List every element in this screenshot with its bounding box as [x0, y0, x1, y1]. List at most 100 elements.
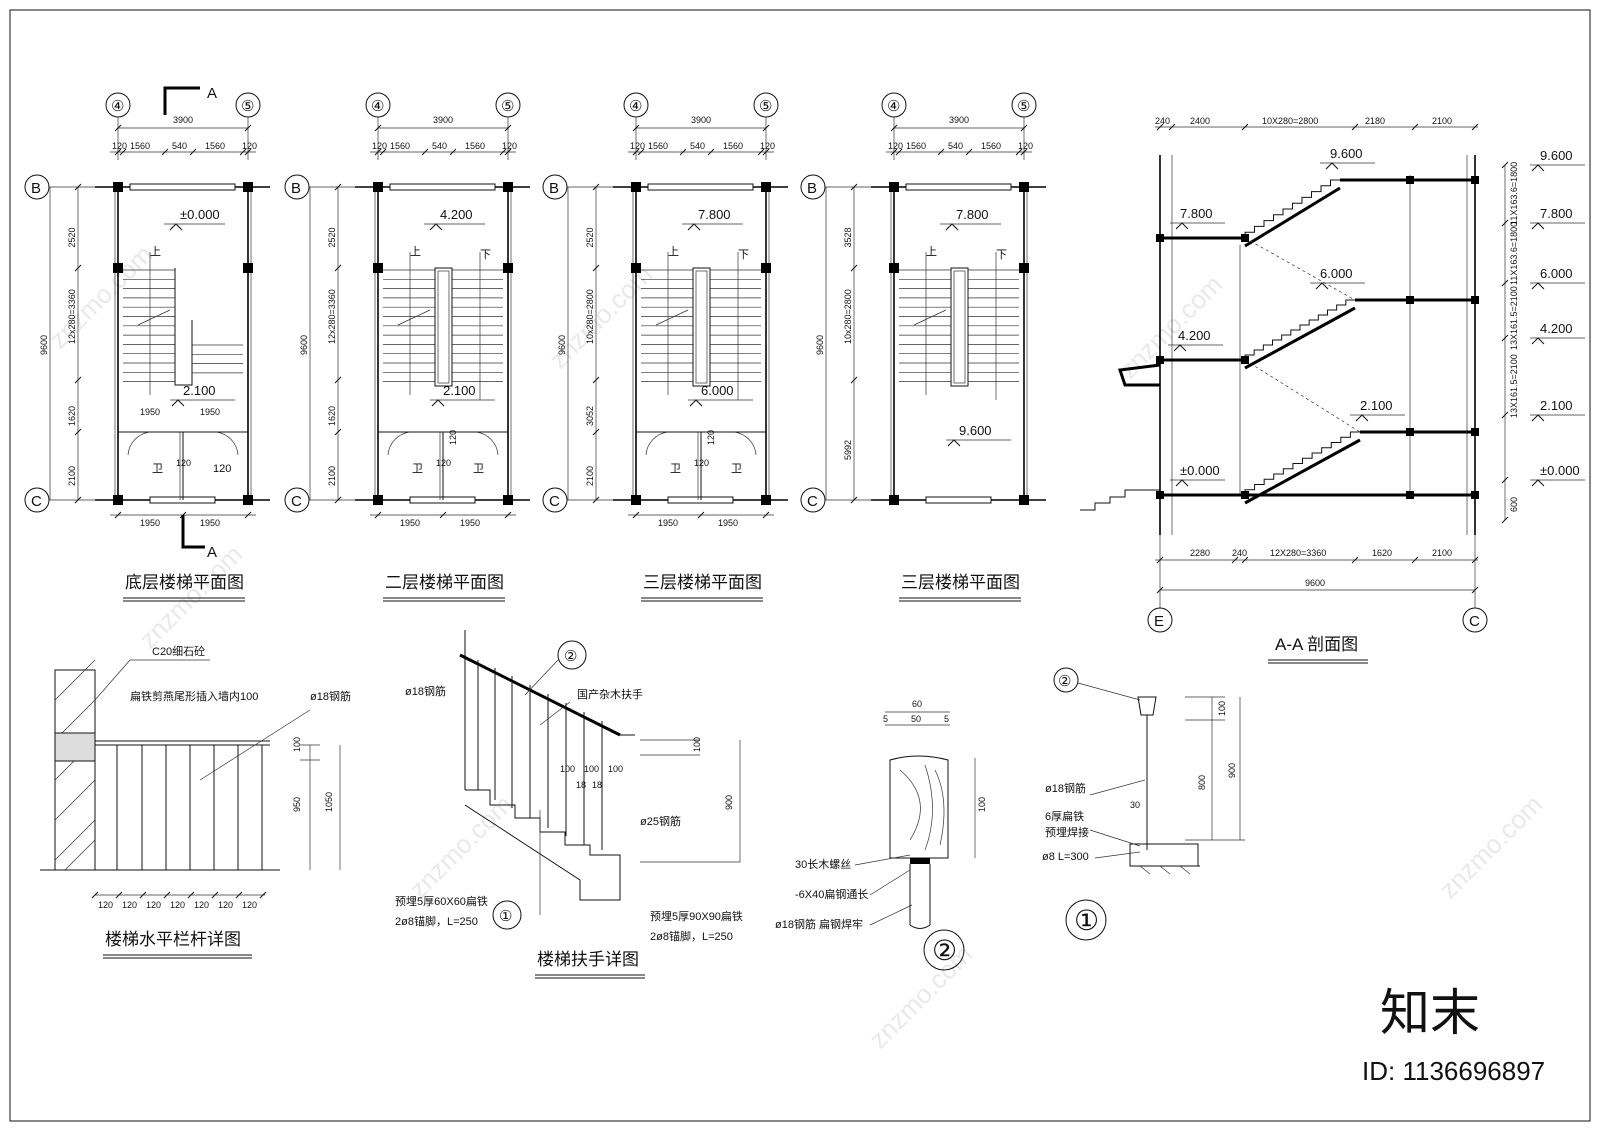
- section-cut-mark: [181, 515, 205, 549]
- label: -6X40扁钢通长: [795, 888, 868, 901]
- direction-label: 上: [926, 245, 937, 258]
- line: [762, 511, 770, 519]
- line: [592, 428, 600, 436]
- column: [503, 263, 513, 273]
- dim: 2100: [1432, 116, 1452, 126]
- line: [244, 124, 252, 132]
- dim-total: 9600: [815, 335, 825, 355]
- line: [439, 511, 447, 519]
- elevation: 9.600: [1330, 146, 1363, 161]
- dim: 1950: [140, 407, 160, 417]
- line: [1244, 186, 1341, 248]
- column: [631, 495, 641, 505]
- column: [761, 263, 771, 273]
- elevation: 4.200: [440, 207, 473, 222]
- line: [189, 148, 197, 156]
- line: [379, 148, 387, 156]
- brand-logo: 知末: [1380, 985, 1480, 1041]
- elevation: 6.000: [1320, 266, 1353, 281]
- elevation: 4.200: [1540, 321, 1573, 336]
- stair-flight: [1244, 179, 1340, 238]
- axis-label: C: [807, 493, 818, 510]
- dim: 13X161.5=2100: [1509, 354, 1519, 418]
- room-label: 卫: [670, 463, 681, 475]
- line: [707, 148, 715, 156]
- axis-label: E: [1154, 613, 1164, 630]
- watermark: znzmo.com: [403, 789, 518, 904]
- rail-detail: C20细石砼 扁铁剪燕尾形插入墙内100 ø18钢筋 100 950 1050 …: [40, 645, 351, 959]
- dim: 2400: [1190, 116, 1210, 126]
- column: [889, 495, 899, 505]
- line: [1501, 476, 1509, 484]
- axis-label: C: [31, 493, 42, 510]
- dim: 800: [1197, 775, 1207, 790]
- stair-well: [174, 268, 193, 386]
- dim: 2520: [327, 227, 337, 247]
- door-swing: [127, 431, 151, 456]
- dim: 18: [576, 780, 586, 790]
- dim: 1950: [200, 407, 220, 417]
- line: [74, 264, 82, 272]
- label: 扁铁剪燕尾形插入墙内100: [130, 689, 258, 703]
- dim: 2100: [67, 466, 77, 486]
- line: [163, 891, 171, 899]
- line: [850, 496, 858, 504]
- callout-circle: [557, 640, 587, 670]
- column: [761, 182, 771, 192]
- line: [1501, 334, 1509, 342]
- watermark: znzmo.com: [1433, 789, 1548, 904]
- window: [389, 183, 496, 191]
- dim-total: 3900: [433, 115, 453, 125]
- dim: 5: [944, 714, 949, 724]
- line: [74, 496, 82, 504]
- line: [592, 264, 600, 272]
- line: [1501, 516, 1509, 524]
- line: [1411, 123, 1419, 131]
- column: [1019, 263, 1029, 273]
- line: [334, 264, 342, 272]
- dim: 1560: [981, 141, 1001, 151]
- callout-circle: [1053, 667, 1079, 693]
- elev-mark: [945, 223, 959, 231]
- column: [761, 495, 771, 505]
- elev-mark: [1315, 282, 1329, 290]
- label: 预埋焊接: [1045, 825, 1089, 839]
- dim: 1560: [205, 141, 225, 151]
- line: [1244, 438, 1361, 505]
- elevation: ±0.000: [1180, 463, 1220, 478]
- dim: 30: [1130, 800, 1140, 810]
- label: 30长木螺丝: [795, 858, 851, 871]
- line: [1020, 148, 1028, 156]
- line: [632, 148, 640, 156]
- section-cut-mark: [163, 86, 200, 115]
- column: [243, 182, 253, 192]
- line: [679, 148, 687, 156]
- dim: 2520: [67, 227, 77, 247]
- line: [421, 148, 429, 156]
- label: ø18钢筋: [310, 689, 351, 703]
- line: [1015, 148, 1023, 156]
- dim: 2280: [1190, 548, 1210, 558]
- label: ø18钢筋 扁钢焊牢: [775, 917, 863, 931]
- elevation: 9.600: [959, 423, 992, 438]
- line: [211, 891, 219, 899]
- stair-flight: [1244, 299, 1355, 360]
- elev-mark: [1531, 337, 1545, 345]
- dim: 120: [706, 430, 716, 445]
- axis-label: ④: [887, 98, 900, 115]
- dim: 600: [1509, 497, 1519, 512]
- dim: 1560: [906, 141, 926, 151]
- line: [850, 376, 858, 384]
- line: [655, 309, 689, 326]
- dim: 120: [218, 900, 233, 910]
- elev-mark: [1531, 282, 1545, 290]
- dim: 120: [146, 900, 161, 910]
- line: [1501, 411, 1509, 419]
- room-label: 卫: [412, 463, 423, 475]
- stair-well: [692, 267, 711, 387]
- elev-mark: [1531, 414, 1545, 422]
- line: [850, 183, 858, 191]
- column: [631, 263, 641, 273]
- dim: 1950: [140, 518, 160, 528]
